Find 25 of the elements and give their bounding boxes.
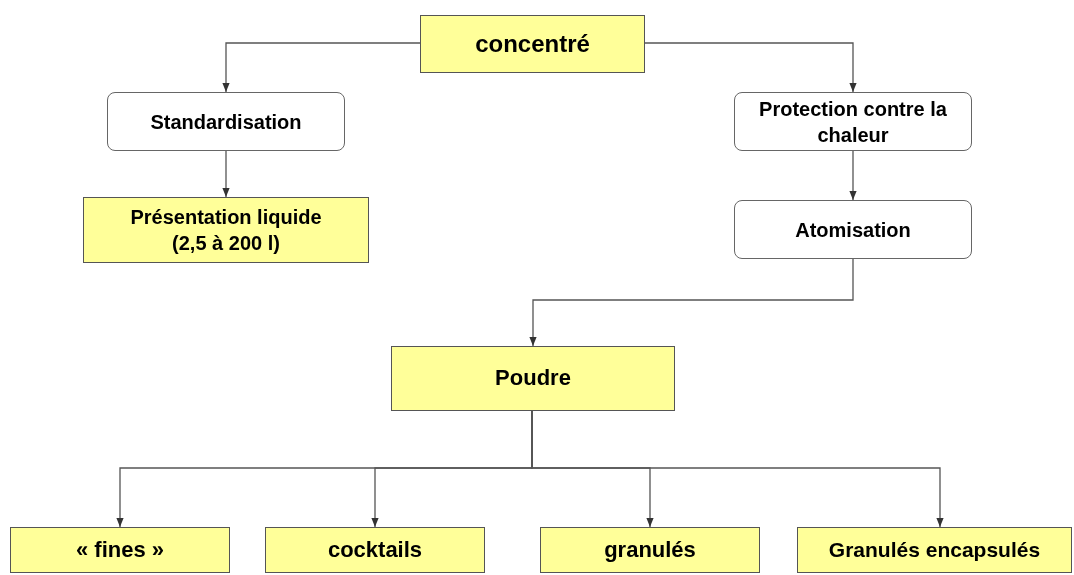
- node-label: Protection contre la chaleur: [758, 96, 948, 148]
- node-label: Poudre: [495, 364, 571, 393]
- result-box: [10, 527, 230, 573]
- process-box: [734, 200, 972, 259]
- node-label: granulés: [604, 535, 696, 564]
- arrow: [849, 150, 857, 201]
- result-box: [391, 346, 675, 411]
- arrow: [222, 42, 421, 93]
- node-label: Granulés encapsulés: [828, 537, 1041, 564]
- node-label: Présentation liquide (2,5 à 200 l): [129, 205, 323, 256]
- node-label: cocktails: [327, 535, 423, 564]
- node-label: Standardisation: [150, 109, 302, 135]
- node-label: Atomisation: [795, 217, 911, 243]
- arrow: [529, 258, 854, 347]
- result-box: [420, 15, 645, 73]
- result-box: [83, 197, 369, 263]
- node-label: « fines »: [75, 535, 164, 564]
- result-box: [797, 527, 1072, 573]
- result-box: [540, 527, 760, 573]
- arrow: [644, 42, 857, 93]
- process-box: [107, 92, 345, 151]
- node-label: concentré: [475, 29, 590, 60]
- result-box: [265, 527, 485, 573]
- process-box: [734, 92, 972, 151]
- arrow: [222, 150, 230, 198]
